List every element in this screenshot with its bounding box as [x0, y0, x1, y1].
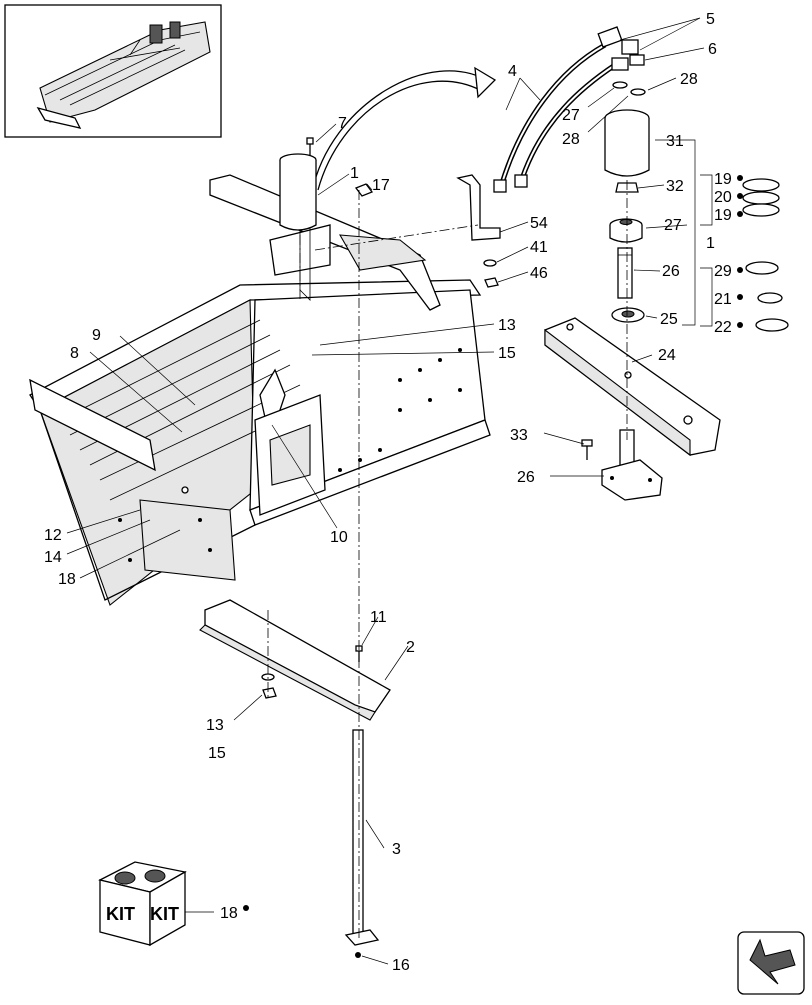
- callout-14: 14: [44, 549, 62, 566]
- callout-18: 18: [58, 571, 76, 588]
- kit-label-left: KIT: [106, 904, 135, 924]
- callout-5: 5: [706, 11, 715, 28]
- bracket-54[interactable]: [456, 174, 501, 241]
- leader-lines: [66, 17, 705, 965]
- callout-3: 3: [392, 841, 401, 858]
- callout-13: 13: [206, 717, 224, 734]
- callout-19: 19: [714, 171, 732, 188]
- overview-thumbnail[interactable]: [4, 4, 222, 138]
- callout-16: 16: [392, 957, 410, 974]
- rod-26[interactable]: [617, 247, 633, 299]
- callout-28: 28: [680, 71, 698, 88]
- callout-26: 26: [662, 263, 680, 280]
- washer-28-top[interactable]: [630, 88, 646, 96]
- callout-24: 24: [658, 347, 676, 364]
- callout-41: 41: [530, 239, 548, 256]
- callout-6: 6: [708, 41, 717, 58]
- nut-16[interactable]: [355, 952, 361, 958]
- callout-7: 7: [338, 115, 347, 132]
- callout-8: 8: [70, 345, 79, 362]
- cross-member[interactable]: [209, 174, 441, 311]
- nut-17[interactable]: [354, 183, 374, 197]
- kit-box[interactable]: KIT KIT: [98, 861, 187, 947]
- callout-19: 19: [714, 207, 732, 224]
- callout-12: 12: [44, 527, 62, 544]
- callout-4: 4: [508, 63, 517, 80]
- callout-18: 18: [220, 905, 238, 922]
- kit-label-right: KIT: [150, 904, 179, 924]
- callout-26: 26: [517, 469, 535, 486]
- callout-1: 1: [350, 165, 359, 182]
- channel-2[interactable]: [199, 599, 391, 721]
- callout-27: 27: [664, 217, 682, 234]
- hoses-4[interactable]: [493, 42, 617, 193]
- callout-29: 29: [714, 263, 732, 280]
- washer-41[interactable]: [483, 259, 497, 267]
- callout-17: 17: [372, 177, 390, 194]
- callout-54: 54: [530, 215, 548, 232]
- bolt-7[interactable]: [306, 137, 314, 156]
- gas-cylinder[interactable]: [279, 153, 317, 231]
- callout-15: 15: [208, 745, 226, 762]
- callout-28: 28: [562, 131, 580, 148]
- callout-11: 11: [370, 609, 387, 626]
- fittings-5[interactable]: [597, 26, 645, 71]
- seal-group-bracket-2: [700, 267, 713, 327]
- callout-22: 22: [714, 319, 732, 336]
- rod-3[interactable]: [344, 729, 380, 946]
- callout-2: 2: [406, 639, 415, 656]
- navigation-arrow-button[interactable]: [737, 931, 805, 995]
- callout-25: 25: [660, 311, 678, 328]
- callout-46: 46: [530, 265, 548, 282]
- callout-9: 9: [92, 327, 101, 344]
- callout-15: 15: [498, 345, 516, 362]
- callout-21: 21: [714, 291, 732, 308]
- washer-27-top[interactable]: [612, 81, 628, 89]
- callout-32: 32: [666, 178, 684, 195]
- group-1-bracket: [655, 139, 696, 326]
- callout-31: 31: [666, 133, 684, 150]
- callout-33: 33: [510, 427, 528, 444]
- callout-27: 27: [562, 107, 580, 124]
- piston-27[interactable]: [609, 218, 643, 243]
- callout-labels: 5 4 6 28 27 28 7 1 17 31 32 19 20 19 27 …: [44, 11, 732, 974]
- callout-20: 20: [714, 189, 732, 206]
- base-plate-26[interactable]: [601, 429, 663, 501]
- motion-arrow: [311, 66, 497, 193]
- kit-markers: [243, 175, 743, 911]
- bolt-33[interactable]: [581, 439, 593, 460]
- seal-group-bracket: [700, 174, 713, 226]
- callout-1: 1: [706, 235, 715, 252]
- seal-rings[interactable]: [742, 178, 789, 332]
- callout-10: 10: [330, 529, 348, 546]
- support-arm-24[interactable]: [544, 317, 721, 457]
- alignment-lines: [267, 180, 628, 940]
- callout-13: 13: [498, 317, 516, 334]
- nut-15[interactable]: [262, 687, 277, 699]
- bushing-25[interactable]: [611, 307, 645, 323]
- nut-46[interactable]: [484, 277, 499, 288]
- cylinder-31[interactable]: [604, 109, 650, 177]
